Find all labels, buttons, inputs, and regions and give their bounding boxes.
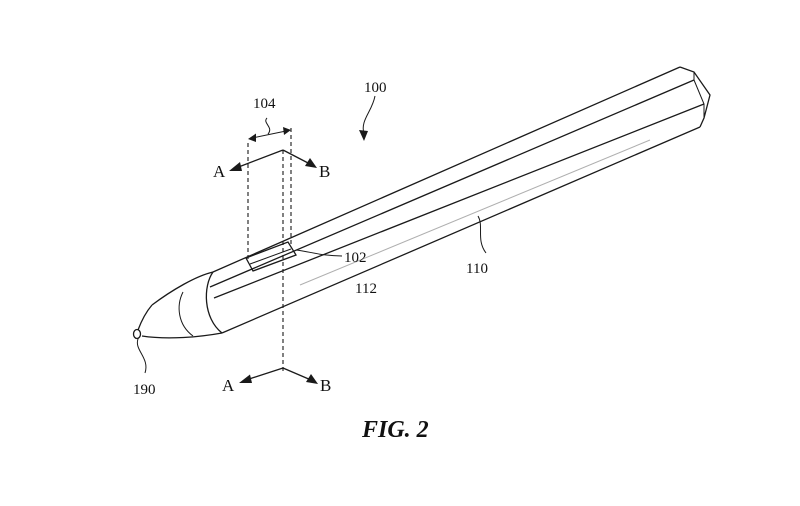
section-arrows-bottom [239,367,318,384]
figure-caption: FIG. 2 [361,417,429,443]
dimension-104 [248,117,291,142]
label-104: 104 [253,96,276,112]
section-arrows-top [229,149,317,171]
window-element [245,241,297,272]
label-110: 110 [466,261,488,277]
section-label-top-a: A [213,162,226,181]
leader-lines [136,95,487,374]
section-label-bottom-b: B [320,376,331,395]
stylus-body [209,66,711,334]
section-label-bottom-a: A [222,376,235,395]
label-112: 112 [355,281,377,297]
section-lines [247,128,292,372]
section-label-top-b: B [319,162,330,181]
stylus-tip [132,271,223,340]
label-190: 190 [133,382,156,398]
label-102: 102 [344,250,367,266]
label-100: 100 [364,80,387,96]
